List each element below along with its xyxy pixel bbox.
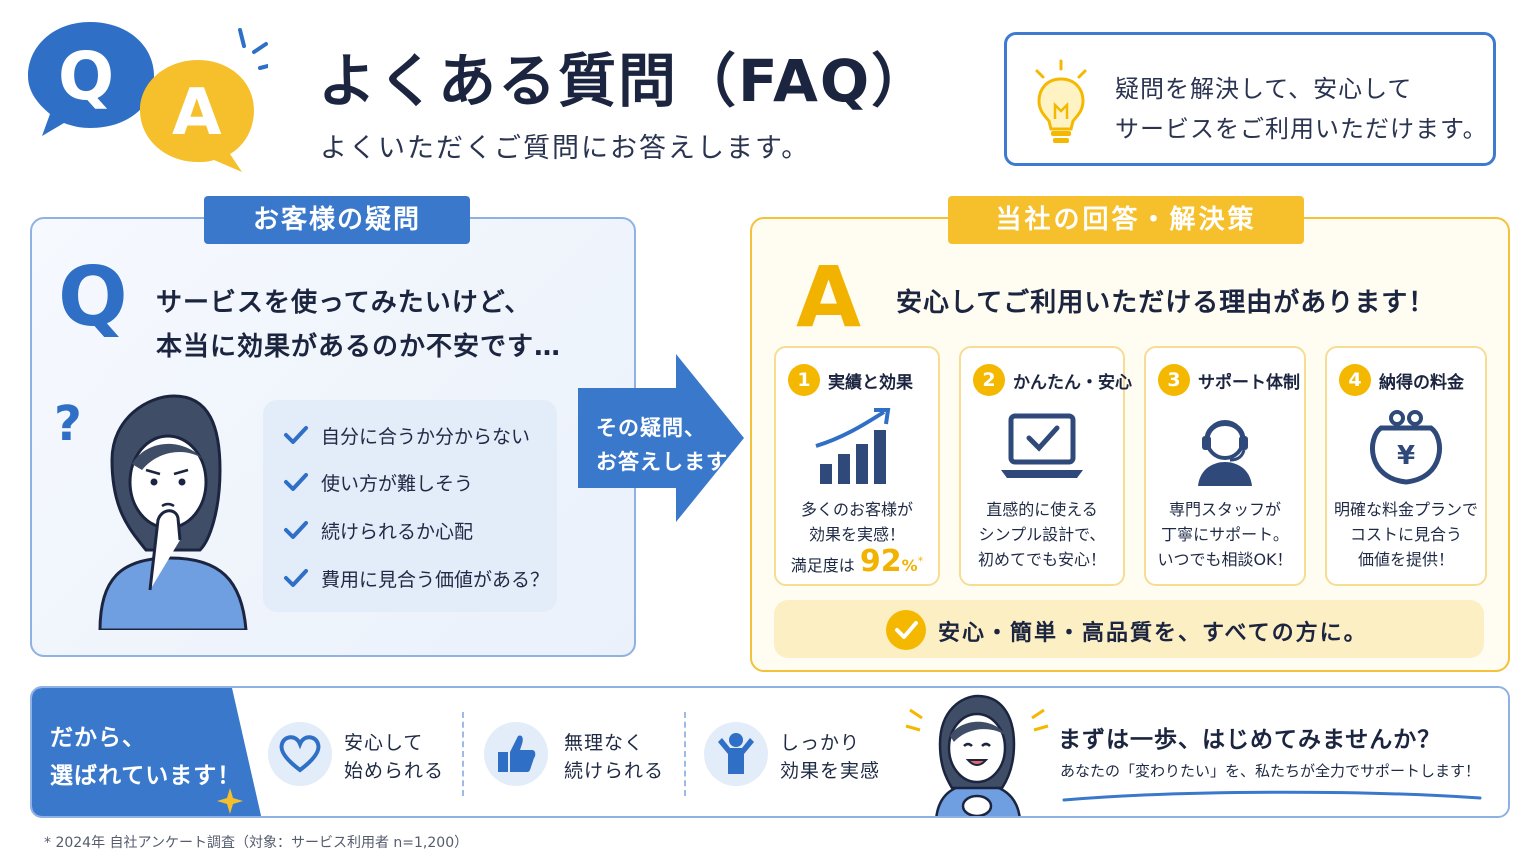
card-desc-3: 価値を提供！: [1357, 550, 1454, 569]
worry-item: 続けられるか心配: [283, 515, 473, 545]
card-desc-1: 明確な料金プランで: [1333, 500, 1478, 519]
satisfaction-prefix: 満足度は: [790, 556, 855, 575]
page-title: よくある質問（FAQ）: [318, 47, 932, 115]
question-mark-letter: Q: [58, 250, 128, 345]
feature-divider: [462, 712, 464, 796]
card-number: 2: [973, 364, 1005, 396]
person-cheer-icon: [704, 722, 768, 786]
feature-divider: [684, 712, 686, 796]
lightbulb-icon: [1029, 59, 1093, 147]
feature-line-1: 無理なく: [564, 732, 645, 754]
card-number: 1: [788, 364, 820, 396]
question-line-2: 本当に効果があるのか不安です…: [156, 332, 562, 362]
worry-list: 自分に合うか分からない 使い方が難しそう 続けられるか心配 費用に見合う価値があ…: [263, 400, 557, 612]
logo-a-letter: A: [172, 76, 222, 150]
growth-chart-icon: [812, 408, 902, 488]
card-title: かんたん・安心: [1013, 373, 1132, 393]
why-chosen-banner: だから、 選ばれています！ 安心して 始められる 無理なく 続けられる しっかり…: [30, 686, 1510, 818]
satisfaction-value: 92: [859, 544, 902, 579]
heart-icon: [268, 722, 332, 786]
card-desc-3: いつでも相談OK！: [1157, 550, 1293, 569]
underline-swoosh: [1062, 790, 1482, 802]
reason-card-support: 3 サポート体制 専門スタッフが 丁寧にサポート。 いつでも相談OK！: [1144, 346, 1306, 586]
card-desc-2: 丁寧にサポート。: [1161, 525, 1289, 544]
worry-text: 使い方が難しそう: [321, 472, 474, 495]
worry-item: 自分に合うか分からない: [283, 420, 530, 450]
card-title: 実績と効果: [828, 373, 913, 393]
arrow-text-line-2: お答えします！: [596, 450, 750, 474]
checkmark-icon: [284, 521, 308, 539]
survey-footnote: * 2024年 自社アンケート調査（対象：サービス利用者 n=1,200）: [44, 835, 469, 851]
worry-item: 費用に見合う価値がある？: [283, 563, 549, 593]
reassurance-message-box: 疑問を解決して、安心して サービスをご利用いただけます。: [1004, 32, 1496, 166]
card-desc-2: 効果を実感！: [808, 525, 905, 544]
cta-headline: まずは一歩、はじめてみませんか？: [1058, 727, 1442, 753]
feature-line-2: 続けられる: [564, 760, 665, 782]
company-answer-tab: 当社の回答・解決策: [948, 196, 1304, 244]
arrow-text-line-1: その疑問、: [596, 416, 706, 440]
reason-card-pricing: 4 納得の料金 ¥ 明確な料金プランで コストに見合う 価値を提供！: [1325, 346, 1487, 586]
card-title: 納得の料金: [1379, 373, 1464, 393]
checkmark-icon: [284, 426, 308, 444]
feature-line-1: しっかり: [780, 732, 861, 754]
satisfaction-line: 満足度は 92%*: [776, 544, 938, 579]
svg-text:¥: ¥: [1397, 441, 1415, 471]
card-desc-2: シンプル設計で、: [978, 525, 1106, 544]
feature-line-2: 始められる: [344, 760, 445, 782]
reason-card-results: 1 実績と効果 多くのお客様が 効果を実感！ 満足度は 92%*: [774, 346, 940, 586]
card-number: 3: [1158, 364, 1190, 396]
feature-line-1: 安心して: [344, 732, 424, 754]
card-title: サポート体制: [1198, 373, 1300, 393]
worry-text: 費用に見合う価値がある？: [321, 568, 550, 591]
card-desc-1: 直感的に使える: [986, 500, 1098, 519]
laptop-check-icon: [997, 408, 1087, 488]
svg-text:?: ?: [54, 396, 82, 452]
checkmark-icon: [284, 569, 308, 587]
customer-question-tab: お客様の疑問: [204, 196, 470, 244]
summary-bar: 安心・簡単・高品質を、すべての方に。: [774, 600, 1484, 658]
banner-lead-line-1: だから、: [50, 725, 146, 751]
worry-item: 使い方が難しそう: [283, 467, 473, 497]
question-line-1: サービスを使ってみたいけど、: [156, 288, 532, 318]
worry-text: 自分に合うか分からない: [321, 425, 531, 448]
cta-subtext: あなたの「変わりたい」を、私たちが全力でサポートします！: [1060, 762, 1481, 780]
check-circle-icon: [886, 610, 926, 650]
card-desc-1: 多くのお客様が: [800, 500, 913, 519]
logo-q-letter: Q: [58, 38, 115, 115]
worried-woman-illustration: ?: [50, 390, 250, 632]
banner-lead-background: [32, 688, 262, 816]
yen-purse-icon: ¥: [1361, 408, 1451, 488]
feature-line-2: 効果を実感: [780, 760, 881, 782]
answer-mark-letter: A: [796, 248, 862, 346]
thumbs-up-icon: [484, 722, 548, 786]
satisfaction-asterisk: *: [917, 554, 924, 568]
smiling-woman-illustration: [902, 692, 1052, 816]
worry-text: 続けられるか心配: [321, 520, 474, 543]
transition-arrow: [578, 354, 746, 522]
page-subtitle: よくいただくご質問にお答えします。: [320, 133, 811, 164]
summary-text: 安心・簡単・高品質を、すべての方に。: [938, 621, 1368, 646]
headset-support-icon: [1180, 408, 1270, 488]
checkmark-icon: [284, 473, 308, 491]
card-desc-3: 初めてでも安心！: [977, 550, 1106, 569]
banner-lead-line-2: 選ばれています！: [50, 763, 242, 789]
answer-headline: 安心してご利用いただける理由があります！: [896, 288, 1436, 318]
message-line-2: サービスをご利用いただけます。: [1115, 115, 1488, 143]
message-line-1: 疑問を解決して、安心して: [1115, 75, 1413, 103]
reason-card-easy: 2 かんたん・安心 直感的に使える シンプル設計で、 初めてでも安心！: [959, 346, 1132, 586]
satisfaction-unit: %: [901, 556, 918, 575]
card-desc-1: 専門スタッフが: [1168, 500, 1281, 519]
qa-speech-bubbles-logo: Q A: [28, 18, 270, 178]
card-desc-2: コストに見合う: [1349, 525, 1462, 544]
card-number: 4: [1339, 364, 1371, 396]
